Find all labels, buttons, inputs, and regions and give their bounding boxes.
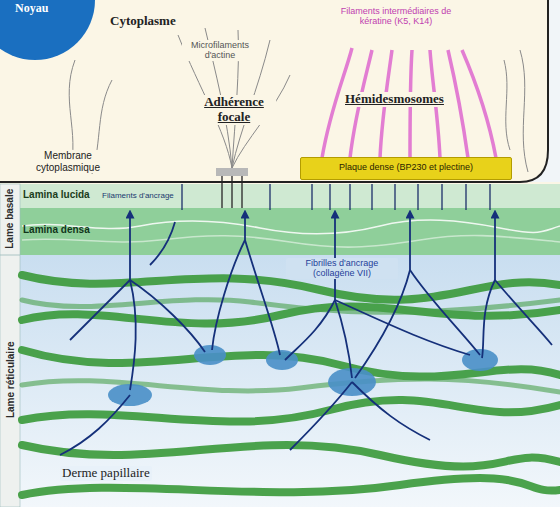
structure-title: Hémidesmosomes: [343, 92, 446, 107]
grounds-part: [0, 255, 560, 507]
keratin-filaments: [322, 48, 496, 158]
anchoring-filaments: [182, 184, 490, 210]
keratin-filaments-part: [448, 50, 468, 158]
lamina-densa-texture-part: [22, 220, 560, 234]
anchoring-filaments-part: [181, 184, 182, 210]
anchoring-filaments-part: [349, 184, 350, 210]
anchoring-fibrils-part: [335, 300, 470, 355]
anchoring-fibrils-part: [290, 382, 352, 450]
structure-label: Filaments intermédiaires de kératine (K5…: [330, 6, 462, 27]
grounds-part: [0, 184, 560, 208]
collagen-fibers-part: [22, 400, 560, 422]
zone-label: Lame réticulaire: [4, 342, 16, 419]
collagen-fibers-part: [22, 275, 560, 300]
anchoring-filaments-part: [311, 184, 312, 210]
anchoring-filaments-part: [394, 184, 395, 210]
anchoring-filaments-part: [489, 184, 490, 210]
actin-microfilaments: [69, 28, 528, 174]
anchoring-filaments-part: [465, 184, 466, 210]
layer-label: Lamina lucida: [23, 189, 90, 201]
grounds-part: [0, 184, 20, 507]
anchoring-fibrils-part: [409, 214, 411, 270]
anchoring-plaques: [108, 345, 498, 406]
anchoring-filaments-part: [269, 184, 270, 210]
anchoring-fibrils-part: [130, 280, 136, 390]
anchoring-fibrils-part: [70, 280, 130, 340]
anchoring-fibrils-part: [494, 214, 496, 280]
anchoring-plaques-part: [462, 349, 498, 371]
anchoring-fibrils-part: [285, 300, 335, 360]
collagen-fibers-part: [22, 379, 560, 392]
region-label: Derme papillaire: [60, 466, 152, 481]
anchoring-filaments-part: [441, 184, 442, 210]
anchoring-fibrils-part: [130, 280, 205, 352]
zone-label: Lame basale: [4, 189, 16, 249]
grounds-part: [0, 208, 560, 255]
structure-label: Microfilaments d'actine: [182, 40, 258, 61]
anchoring-fibrils-part: [355, 270, 410, 378]
focal-adhesion-links-part: [221, 176, 222, 208]
nucleus-label: Noyau: [15, 2, 48, 16]
anchoring-filaments-part: [329, 184, 330, 210]
anchoring-fibrils-part: [352, 382, 430, 440]
anchoring-fibrils-part: [150, 222, 175, 265]
anchoring-fibrils-part: [495, 280, 552, 345]
anchoring-filaments-part: [417, 184, 418, 210]
lamina-densa-texture-part: [22, 236, 560, 248]
anchoring-fibrils: [60, 214, 552, 455]
collagen-fibers: [22, 275, 560, 495]
region-label: Cytoplasme: [110, 14, 176, 29]
keratin-filaments-part: [462, 50, 496, 158]
anchoring-fibrils-part: [129, 214, 131, 280]
anchoring-fibrils-part: [334, 214, 336, 300]
layer-label: Lamina densa: [23, 224, 90, 236]
structure-label: Filaments d'ancrage: [100, 191, 176, 200]
collagen-fibers-part: [22, 300, 560, 313]
lamina-densa-texture: [22, 220, 560, 247]
actin-microfilaments-part: [520, 50, 528, 172]
plaque-label: Plaque dense (BP230 et plectine): [301, 158, 511, 176]
actin-microfilaments-part: [504, 60, 510, 150]
anchoring-fibrils-part: [212, 240, 245, 350]
anchoring-fibrils-part: [335, 300, 352, 378]
anchoring-fibrils-part: [244, 214, 246, 240]
focal-adhesion-links: [216, 168, 248, 208]
grounds-part: [0, 255, 20, 256]
anchoring-fibrils-part: [245, 240, 280, 355]
focal-adhesion-links-part: [216, 168, 248, 176]
grounds-part: [520, 0, 560, 182]
structure-title: Adhérence focale: [192, 95, 276, 125]
anchoring-plaques-part: [194, 345, 226, 365]
focal-adhesion-links-part: [241, 176, 242, 208]
anchoring-fibrils-part: [410, 270, 480, 355]
structure-label: Fibrilles d'ancrage (collagène VII): [286, 258, 398, 279]
dense-plaque-box: Plaque dense (BP230 et plectine): [300, 157, 512, 180]
layer-label: Membrane cytoplasmique: [26, 150, 110, 173]
anchoring-fibrils-part: [60, 395, 130, 455]
anchoring-fibrils-part: [482, 280, 495, 358]
anchoring-filaments-part: [371, 184, 372, 210]
focal-adhesion-links-part: [231, 176, 232, 208]
